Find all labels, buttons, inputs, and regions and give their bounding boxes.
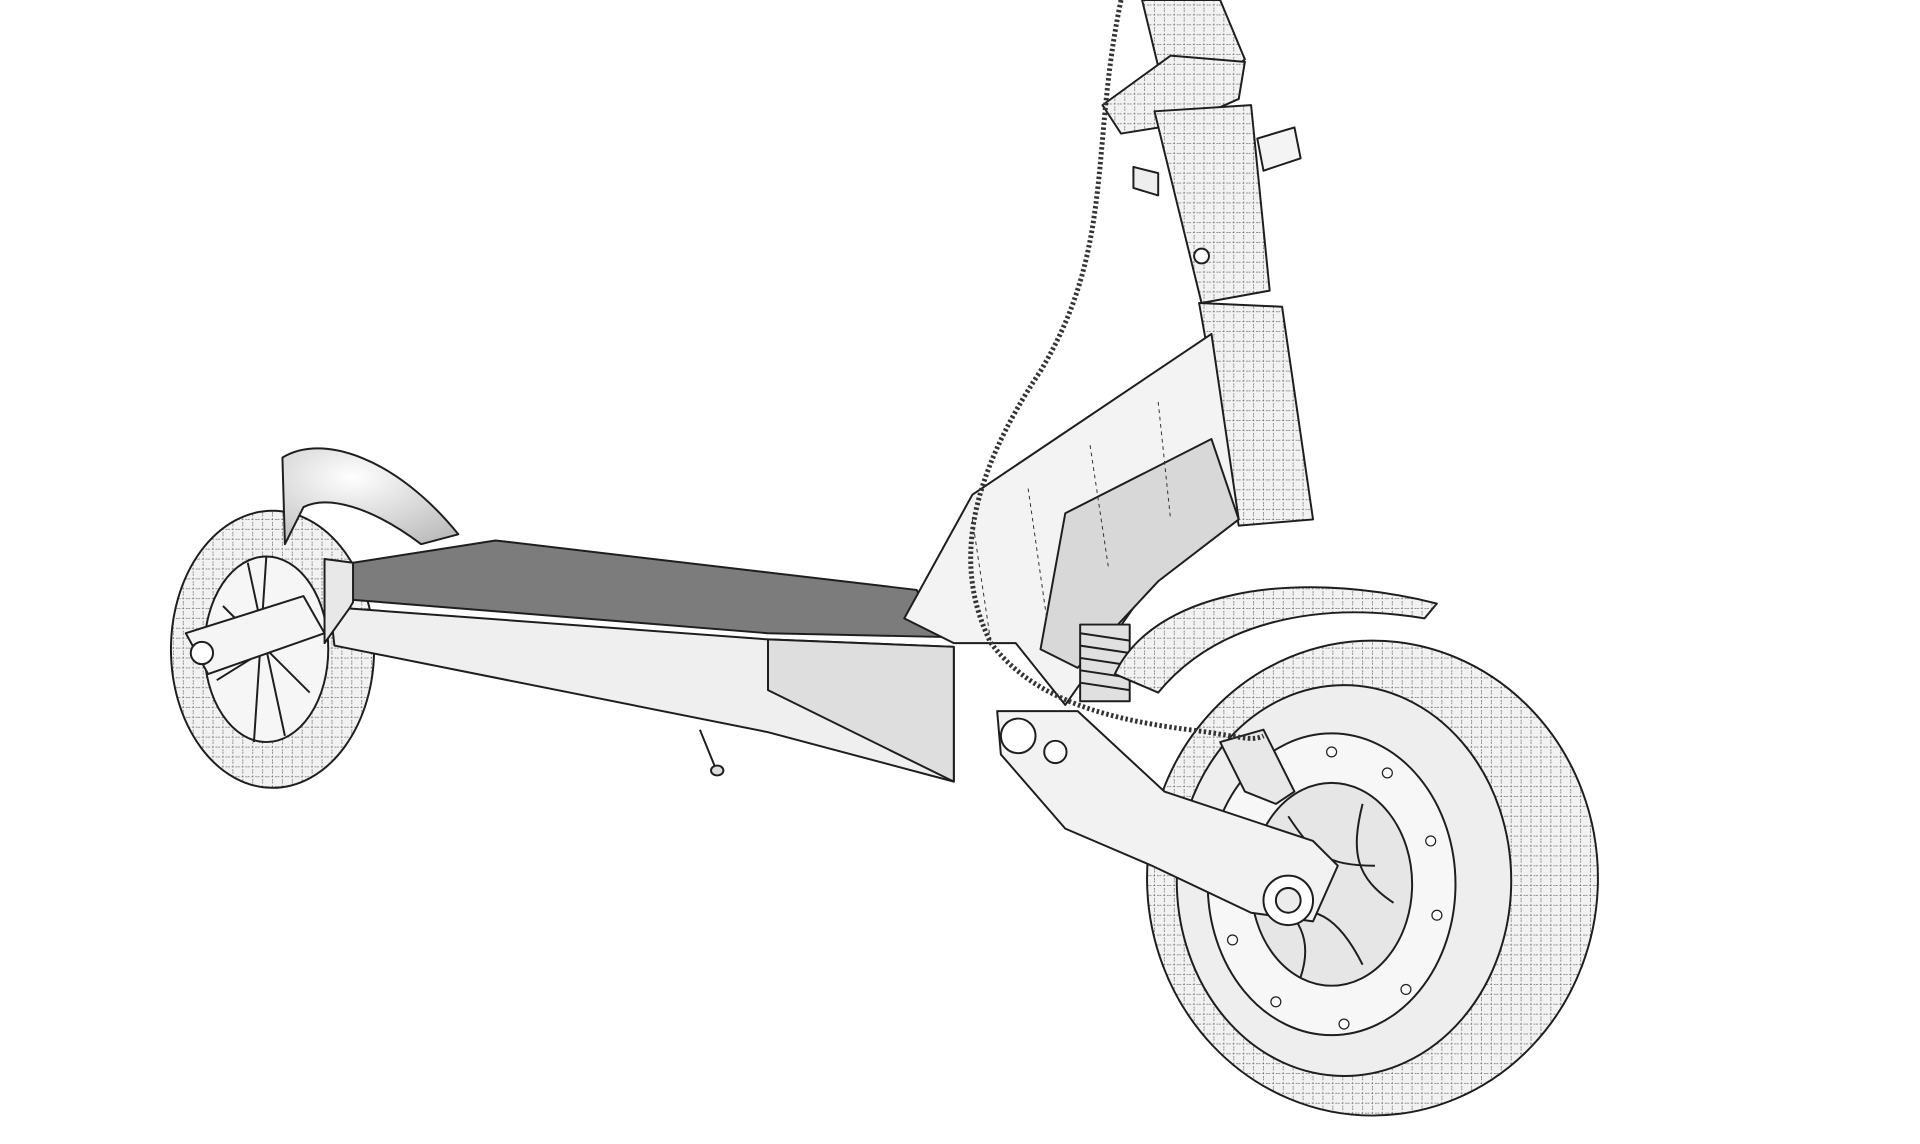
- brake-lever-mount: [1132, 165, 1160, 197]
- folding-lever: [1256, 126, 1302, 172]
- front-wheel-assembly: [996, 586, 1599, 1117]
- front-axle-nut: [1274, 887, 1302, 914]
- swing-arm-pivot: [999, 717, 1037, 755]
- deck: [323, 539, 955, 783]
- neck-frame: [903, 332, 1240, 706]
- rear-axle-bolt: [189, 640, 215, 666]
- kickstand: [698, 729, 725, 777]
- front-fender: [1113, 586, 1438, 694]
- disc-holes: [1220, 746, 1443, 1030]
- deck-end-cap: [323, 558, 355, 645]
- rear-fender: [281, 447, 460, 546]
- swing-arm-bolt: [1043, 739, 1068, 765]
- swing-arm: [996, 710, 1339, 923]
- deck-side-shade: [767, 638, 955, 783]
- suspension-spring: [1079, 623, 1131, 703]
- brake-caliper: [1219, 728, 1296, 805]
- rear-wheel-assembly: [169, 447, 460, 789]
- neck-inner-shade: [1039, 438, 1240, 669]
- stem-middle-tube: [1153, 104, 1271, 304]
- stem-bolt: [1193, 247, 1210, 265]
- steering-stem: [1101, 0, 1315, 527]
- stem-clamp: [1101, 54, 1246, 135]
